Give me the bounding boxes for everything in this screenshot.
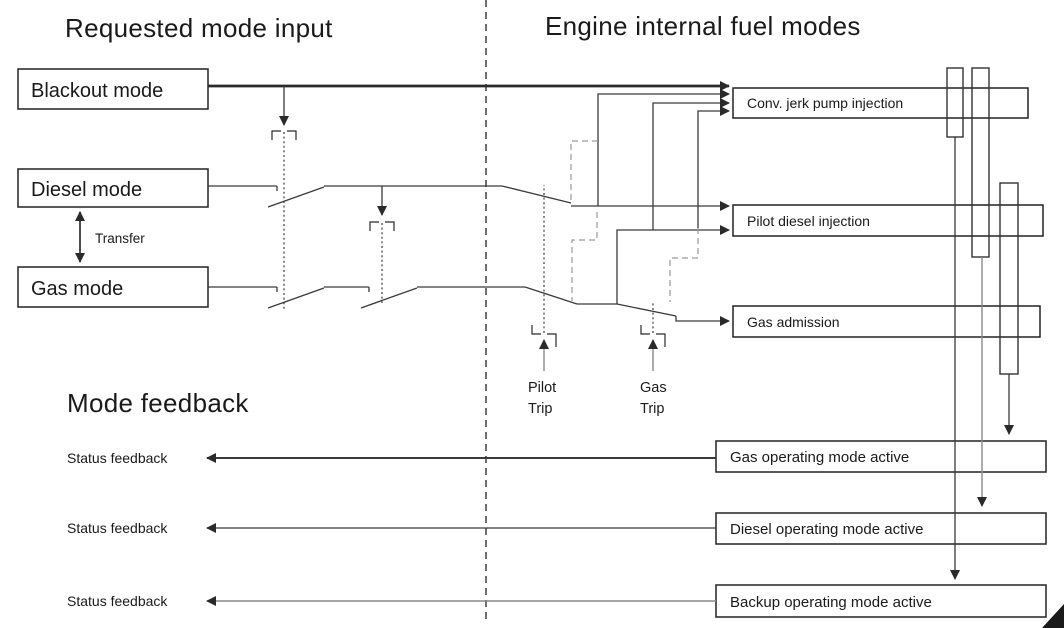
- title-mode-feedback: Mode feedback: [67, 388, 249, 418]
- status-feedback-label-1: Status feedback: [67, 450, 168, 466]
- gas-wire-seg1: [208, 286, 278, 292]
- gas-pilot-trip-blade: [524, 286, 578, 305]
- diesel-mode-label: Diesel mode: [31, 179, 142, 201]
- gas-admission-box: [732, 305, 1041, 338]
- diesel-operating-label: Diesel operating mode active: [730, 521, 923, 538]
- linkage-right: [669, 228, 699, 302]
- conv-branch-2: [652, 98, 730, 230]
- linkage-left-upper: [570, 140, 598, 204]
- pilot-switch-blade: [501, 185, 572, 204]
- pilot-trip-label-line2: Trip: [528, 401, 552, 417]
- diesel-transfer-trip-latch: [369, 221, 395, 231]
- diesel-signal: [208, 185, 730, 303]
- blackout-mode-box: [17, 68, 209, 110]
- gas-operating-label: Gas operating mode active: [730, 449, 909, 466]
- conv-jerk-pump-box: [732, 87, 1029, 119]
- blackout-signal: [208, 81, 730, 310]
- conv-injection-branches: [597, 89, 730, 230]
- page-corner-wedge: [1042, 604, 1064, 628]
- conv-branch-3: [697, 106, 730, 228]
- blackout-mode-label: Blackout mode: [31, 80, 163, 102]
- gas-switch2-blade: [360, 287, 418, 309]
- pilot-diesel-box: [732, 204, 1044, 237]
- pilot-trip-label-line1: Pilot: [528, 380, 556, 396]
- fuel-mode-boxes: [732, 87, 1044, 338]
- status-feedback-label-3: Status feedback: [67, 593, 168, 609]
- pilot-trip-latch: [531, 325, 557, 347]
- gas-trip-label-line1: Gas: [640, 380, 667, 396]
- mode-active-drops: [950, 137, 1014, 580]
- gas-signal: [208, 225, 730, 326]
- blackout-trip-latch: [271, 130, 297, 140]
- pilot-trip-input: [531, 185, 557, 371]
- gas-admission-wire: [675, 316, 730, 326]
- title-requested-mode-input: Requested mode input: [65, 13, 333, 43]
- status-feedback-arrows: [206, 453, 716, 606]
- conv-branch-1: [597, 89, 730, 206]
- mechanical-linkages: [570, 140, 699, 302]
- status-feedback-label-2: Status feedback: [67, 520, 168, 536]
- title-engine-internal-fuel-modes: Engine internal fuel modes: [545, 11, 861, 41]
- gas-admission-label: Gas admission: [747, 314, 840, 330]
- diesel-switch1-blade: [267, 186, 325, 208]
- mode-input-boxes: [17, 68, 209, 308]
- pilot-diesel-label: Pilot diesel injection: [747, 213, 870, 229]
- linkage-left-lower: [571, 212, 598, 301]
- gas-operating-box: [715, 440, 1047, 473]
- gas-mode-box: [17, 266, 209, 308]
- gas-trip-blade: [616, 303, 677, 317]
- diesel-mode-box: [17, 168, 209, 208]
- conv-jerk-pump-label: Conv. jerk pump injection: [747, 95, 903, 111]
- diesel-wire-seg1: [208, 185, 278, 191]
- gas-trip-input: [640, 303, 666, 371]
- bus-rect-diesel: [971, 67, 990, 258]
- transfer-label: Transfer: [95, 231, 145, 246]
- gas-wire-seg2: [324, 286, 370, 292]
- gas-switch1-blade: [267, 287, 325, 309]
- gas-trip-latch: [640, 325, 666, 347]
- backup-operating-label: Backup operating mode active: [730, 594, 932, 611]
- gas-to-pilot-wire: [616, 225, 730, 304]
- gas-mode-label: Gas mode: [31, 278, 123, 300]
- gas-trip-label-line2: Trip: [640, 401, 664, 417]
